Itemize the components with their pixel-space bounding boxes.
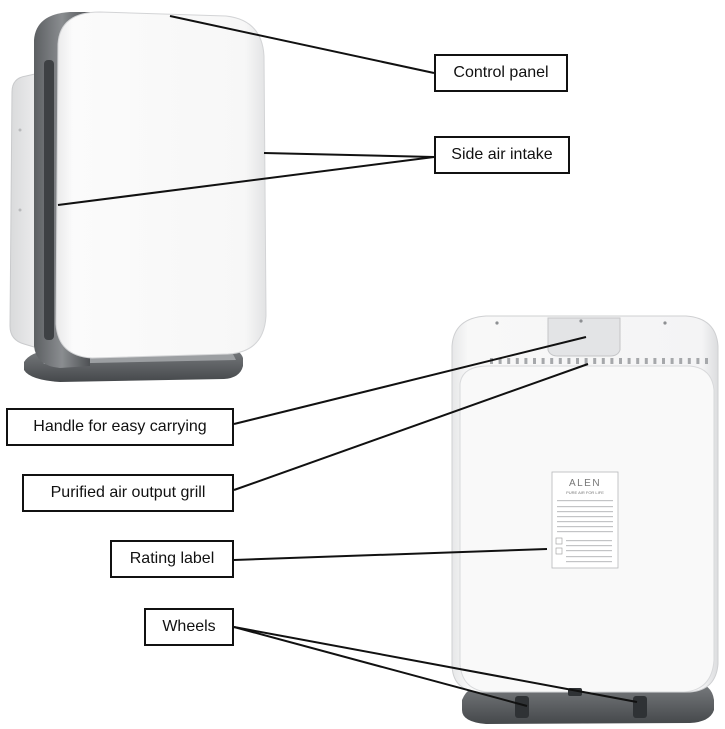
grill-slot bbox=[515, 358, 519, 364]
label-handle: Handle for easy carrying bbox=[6, 408, 234, 446]
leader-lines bbox=[57, 15, 638, 707]
leader-wheels-1 bbox=[233, 626, 528, 707]
rating-sticker: ALEN PURE AIR FOR LIFE bbox=[551, 471, 619, 569]
grill-slot bbox=[636, 358, 640, 364]
grill-slot bbox=[601, 358, 605, 364]
grill-slot bbox=[610, 358, 614, 364]
sticker-text-line bbox=[557, 521, 613, 523]
grill-slot bbox=[567, 358, 571, 364]
grill-slot bbox=[507, 358, 511, 364]
sticker-text-line bbox=[557, 500, 613, 502]
label-side-air-intake-text: Side air intake bbox=[451, 146, 553, 163]
wheel-right bbox=[633, 696, 647, 718]
grill-slot bbox=[550, 358, 554, 364]
sticker-text-line bbox=[557, 531, 613, 533]
front-panel bbox=[55, 11, 267, 359]
grill-slot bbox=[644, 358, 648, 364]
leader-control-panel bbox=[169, 15, 435, 74]
grill-slot bbox=[687, 358, 691, 364]
grill-slot bbox=[662, 358, 665, 364]
label-wheels-text: Wheels bbox=[162, 618, 216, 635]
sticker-text-line bbox=[566, 561, 612, 563]
label-control-panel-text: Control panel bbox=[453, 64, 549, 81]
leader-grill bbox=[233, 363, 589, 491]
leader-wheels-2 bbox=[233, 626, 638, 703]
leader-side-intake-2 bbox=[57, 156, 435, 206]
leader-rating bbox=[233, 548, 548, 561]
wheel-left bbox=[515, 696, 529, 718]
label-output-grill-text: Purified air output grill bbox=[50, 484, 206, 501]
label-rating: Rating label bbox=[110, 540, 234, 578]
grill-slot bbox=[653, 358, 657, 364]
grill-slot bbox=[696, 358, 700, 364]
label-output-grill: Purified air output grill bbox=[22, 474, 234, 512]
grill-slot bbox=[593, 358, 597, 364]
leader-handle bbox=[233, 336, 587, 425]
grill-slot bbox=[524, 358, 528, 364]
sticker-text-line bbox=[566, 540, 612, 542]
grill-slot bbox=[705, 358, 708, 364]
grill-slot bbox=[576, 358, 579, 364]
sticker-tagline: PURE AIR FOR LIFE bbox=[566, 490, 604, 495]
sticker-text-line bbox=[566, 550, 612, 552]
sticker-text-line bbox=[566, 545, 612, 547]
grill-slot bbox=[541, 358, 545, 364]
grill-slot bbox=[619, 358, 622, 364]
grill-slot bbox=[498, 358, 502, 364]
leader-side-intake-1 bbox=[263, 152, 435, 158]
sticker-text-line bbox=[566, 556, 612, 558]
sticker-text-line bbox=[557, 511, 613, 513]
grill-slot bbox=[558, 358, 562, 364]
sticker-text-line bbox=[557, 506, 613, 508]
grill-slot bbox=[584, 358, 588, 364]
grill-slot bbox=[533, 358, 536, 364]
label-wheels: Wheels bbox=[144, 608, 234, 646]
grill-slot bbox=[627, 358, 631, 364]
label-side-air-intake: Side air intake bbox=[434, 136, 570, 174]
output-grill-slots bbox=[490, 358, 708, 364]
grill-slot bbox=[670, 358, 674, 364]
label-control-panel: Control panel bbox=[434, 54, 568, 92]
label-handle-text: Handle for easy carrying bbox=[33, 418, 207, 435]
sticker-text-line bbox=[557, 516, 613, 518]
sticker-text-line bbox=[557, 526, 613, 528]
front-purifier bbox=[9, 11, 267, 382]
label-rating-text: Rating label bbox=[129, 550, 215, 567]
sticker-brand: ALEN bbox=[569, 478, 601, 489]
front-frame-slot bbox=[44, 60, 54, 340]
grill-slot bbox=[679, 358, 683, 364]
